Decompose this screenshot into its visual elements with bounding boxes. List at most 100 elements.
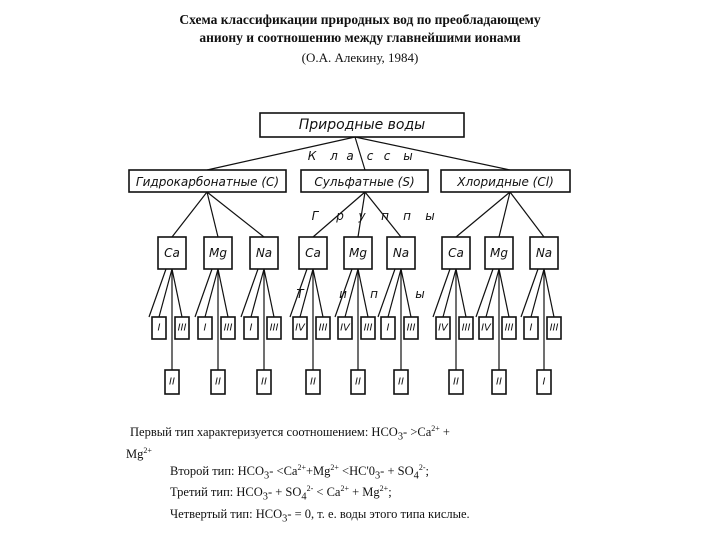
classes-label-letter: ы: [403, 149, 412, 163]
group-to-type-line: [357, 268, 369, 318]
type-label: III: [178, 323, 187, 334]
type-box: [458, 316, 474, 340]
type-label: I: [387, 323, 390, 334]
group-box: [157, 236, 187, 270]
group-to-type-line: [377, 268, 396, 318]
type-label: III: [407, 323, 416, 334]
note-text: - + SO: [267, 485, 302, 499]
groups-label-letter: п: [403, 209, 411, 223]
classes-label-letter: с: [384, 149, 391, 163]
type-label: III: [505, 323, 514, 334]
root-label: Природные воды: [299, 117, 425, 133]
type-label: III: [319, 323, 328, 334]
root-box: [259, 112, 465, 138]
note-sub: 3: [282, 513, 288, 524]
diagram-title-line-2: аниону и соотношению между главнейшими и…: [199, 30, 521, 45]
type-box: [448, 369, 464, 395]
group-to-type-line: [158, 268, 173, 318]
diagram-citation: (О.А. Алекину, 1984): [301, 50, 419, 65]
group-to-type-line: [520, 268, 539, 318]
class-to-group-line: [312, 191, 366, 238]
note-sub: 4: [413, 470, 419, 481]
type-notes: Первый тип характеризуется соотношением:…: [126, 424, 700, 527]
classes-label-letter: л: [329, 149, 338, 163]
type-label: III: [270, 323, 279, 334]
type-box: [491, 369, 507, 395]
note-type-3: Третий тип: НСО3- + SO42- < Ca2+ + Mg2+;: [170, 484, 700, 506]
type-label: I: [250, 323, 253, 334]
group-to-type-line: [334, 268, 353, 318]
groups-label-letter: Г: [312, 209, 320, 223]
type-box: [243, 316, 259, 340]
note-text: <НС'0: [338, 463, 375, 478]
group-to-type-line: [530, 268, 545, 318]
group-box: [441, 236, 471, 270]
type-box: [256, 369, 272, 395]
type-box: [523, 316, 539, 340]
note-text: < Ca: [313, 485, 341, 499]
group-to-type-line: [250, 268, 265, 318]
group-label: Mg: [490, 246, 508, 260]
note-text: - = 0, т. е. воды этого типа кислые.: [287, 506, 470, 521]
group-to-type-line: [543, 268, 555, 318]
group-to-type-line: [204, 268, 219, 318]
types-label-letter: ы: [415, 287, 424, 301]
type-box: [478, 316, 494, 340]
note-text: Mg: [126, 446, 144, 461]
type-label: II: [453, 377, 459, 388]
classes-label-letter: а: [346, 149, 353, 163]
note-type-2: Второй тип: НСО3- <Ca2++Mg2+ <НС'03- + S…: [170, 463, 700, 485]
group-box: [343, 236, 373, 270]
group-to-type-line: [240, 268, 259, 318]
group-to-type-line: [400, 268, 412, 318]
type-box: [210, 369, 226, 395]
note-text: ;: [388, 485, 392, 499]
type-label: III: [550, 323, 559, 334]
type-box: [501, 316, 517, 340]
group-label: Na: [393, 246, 409, 260]
root-to-class-line: [206, 136, 356, 171]
type-box: [220, 316, 236, 340]
type-box: [393, 369, 409, 395]
type-box: [403, 316, 419, 340]
type-box: [546, 316, 562, 340]
type-label: I: [543, 377, 546, 388]
type-label: III: [462, 323, 471, 334]
classes-label-letter: К: [308, 149, 317, 163]
class-label: Хлоридные (Cl): [456, 175, 554, 189]
note-sub: 3: [262, 491, 268, 503]
group-box: [203, 236, 233, 270]
type-box: [305, 369, 321, 395]
type-box: [536, 369, 552, 395]
group-to-type-line: [217, 268, 229, 318]
group-box: [249, 236, 279, 270]
type-label: IV: [340, 323, 351, 334]
type-label: III: [364, 323, 373, 334]
class-label: Сульфатные (S): [314, 175, 414, 189]
type-box: [292, 316, 308, 340]
type-label: II: [355, 377, 361, 388]
groups-label-letter: п: [381, 209, 389, 223]
note-sub: 3: [374, 470, 381, 481]
classes-label-letter: с: [367, 149, 374, 163]
note-sup: 2-: [418, 462, 426, 472]
group-box: [529, 236, 559, 270]
note-text: ;: [425, 463, 429, 478]
root-to-class-line: [354, 136, 366, 171]
groups-label-letter: р: [335, 209, 344, 223]
note-sup: 2+: [143, 445, 152, 455]
note-sub: 4: [301, 491, 307, 503]
group-to-type-line: [312, 268, 324, 318]
group-label: Mg: [209, 246, 227, 260]
type-label: I: [530, 323, 533, 334]
note-sup: 2+: [297, 462, 306, 472]
type-box: [315, 316, 331, 340]
group-to-type-line: [148, 268, 167, 318]
type-label: II: [398, 377, 404, 388]
type-box: [174, 316, 190, 340]
type-label: IV: [295, 323, 306, 334]
note-text: - >Ca: [403, 425, 432, 439]
group-to-type-line: [455, 268, 467, 318]
diagram-title-line-1: Схема классификации природных вод по пре…: [179, 12, 541, 27]
group-to-type-line: [485, 268, 500, 318]
